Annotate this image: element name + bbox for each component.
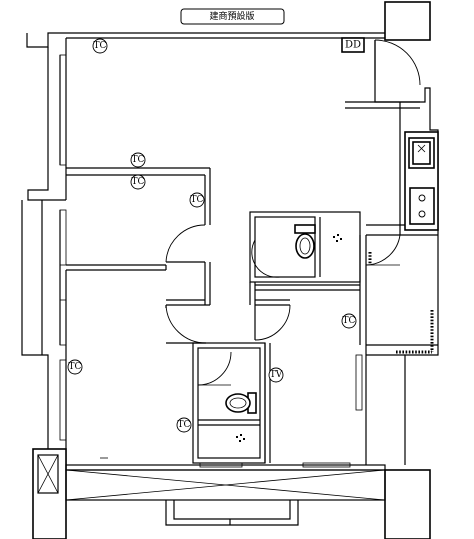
balcony [65, 464, 386, 526]
stove [409, 187, 435, 225]
tv-marker: TV [268, 367, 284, 383]
tc-label: TC [178, 420, 191, 430]
tc-label: TC [343, 316, 356, 326]
dd-symbol: DD [341, 37, 365, 53]
tc-marker: TC [130, 174, 146, 190]
storage-hatch [37, 454, 59, 494]
interior-walls [66, 167, 438, 464]
tc-label: TC [132, 155, 145, 165]
tc-label: TC [94, 41, 107, 51]
burner-icon [418, 194, 426, 202]
burner-icon [418, 210, 426, 218]
toilet-lower [225, 392, 257, 414]
toilet-upper [294, 224, 316, 259]
tv-label: TV [270, 370, 283, 380]
tc-label: TC [132, 177, 145, 187]
floor-drain-icon [236, 234, 342, 442]
title-box [180, 8, 285, 25]
inner-windows [199, 354, 363, 468]
bottom-right-column [384, 469, 431, 539]
kitchen-counter [404, 131, 439, 231]
left-windows [59, 54, 67, 441]
tc-marker: TC [176, 417, 192, 433]
title-badge: 建商預設版 [180, 8, 285, 25]
tc-label: TC [191, 195, 204, 205]
tc-marker: TC [130, 152, 146, 168]
tc-label: TC [69, 362, 82, 372]
sink-basin [412, 141, 431, 165]
top-right-column [384, 1, 431, 41]
tc-marker: TC [341, 313, 357, 329]
title-label: 建商預設版 [209, 10, 254, 22]
tc-marker: TC [67, 359, 83, 375]
tc-marker: TC [189, 192, 205, 208]
dd-box [341, 37, 365, 53]
dotted-edge [368, 252, 434, 354]
door-swings [165, 39, 421, 386]
tc-marker: TC [92, 38, 108, 54]
dd-label: DD [345, 40, 361, 51]
